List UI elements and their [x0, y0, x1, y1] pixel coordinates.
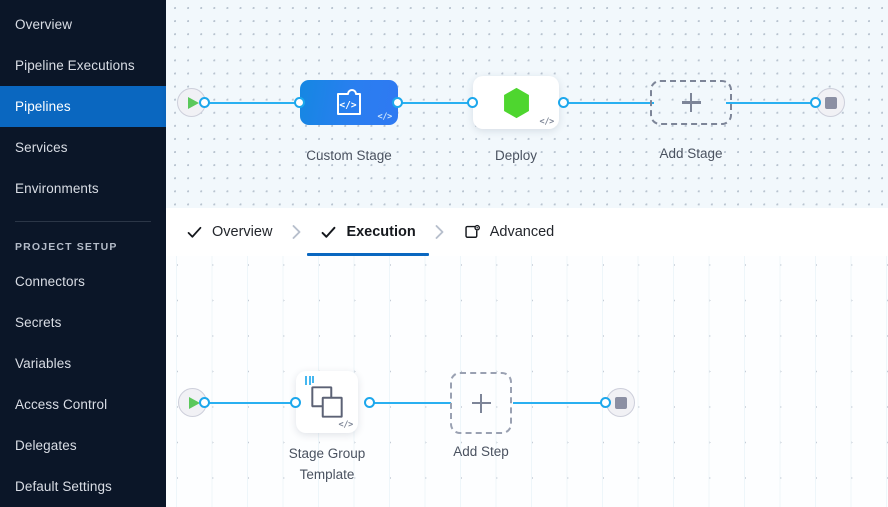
- sidebar-item-label: Variables: [15, 356, 72, 371]
- stage-node-custom-stage[interactable]: </> </>: [300, 80, 398, 125]
- check-icon: [322, 226, 336, 238]
- connector-dot-end[interactable]: [810, 97, 821, 108]
- advanced-icon: [465, 224, 480, 238]
- edge-deploy-to-add-stage: [564, 102, 654, 104]
- sidebar-item-pipelines[interactable]: Pipelines: [0, 86, 166, 127]
- edge-add-step-to-end: [513, 402, 606, 404]
- template-marker-icon: [305, 376, 315, 385]
- sidebar-item-label: Delegates: [15, 438, 77, 453]
- add-step-label: Add Step: [453, 444, 509, 459]
- sidebar-item-delegates[interactable]: Delegates: [0, 425, 166, 466]
- sidebar-item-label: Pipeline Executions: [15, 58, 135, 73]
- code-badge: </>: [377, 112, 393, 122]
- sidebar-item-services[interactable]: Services: [0, 127, 166, 168]
- stop-icon: [614, 396, 627, 409]
- sidebar-item-label: Secrets: [15, 315, 62, 330]
- pipeline-stages-canvas[interactable]: </> </> Custom Stage </> Deploy: [166, 0, 888, 208]
- chevron-right-icon: [292, 225, 301, 239]
- connector-dot-custom-stage-left[interactable]: [294, 97, 305, 108]
- execution-steps-canvas[interactable]: </> Stage Group Template Add Step: [166, 256, 888, 507]
- sidebar: Overview Pipeline Executions Pipelines S…: [0, 0, 166, 507]
- play-icon: [187, 96, 199, 109]
- sidebar-item-label: Pipelines: [15, 99, 71, 114]
- add-stage-label: Add Stage: [659, 146, 723, 161]
- connector-dot-start[interactable]: [199, 97, 210, 108]
- connector-dot-step-group-right[interactable]: [364, 397, 375, 408]
- tab-separator: [274, 224, 318, 240]
- sidebar-item-label: Access Control: [15, 397, 108, 412]
- content-pane: </> </> Custom Stage </> Deploy: [166, 0, 888, 507]
- plus-icon: [471, 393, 491, 413]
- stage-label-custom-stage: Custom Stage: [306, 148, 392, 163]
- stop-icon: [824, 96, 837, 109]
- svg-text:</>: </>: [339, 100, 356, 111]
- harness-hexagon-icon: [503, 87, 529, 118]
- connector-dot-step-group-left[interactable]: [290, 397, 301, 408]
- add-step-button[interactable]: [450, 372, 512, 434]
- stage-node-deploy[interactable]: </>: [473, 76, 559, 129]
- stacked-squares-icon: [311, 386, 343, 418]
- connector-dot-custom-stage-right[interactable]: [392, 97, 403, 108]
- edge-start-to-step-group: [204, 402, 307, 404]
- sidebar-item-pipeline-executions[interactable]: Pipeline Executions: [0, 45, 166, 86]
- edge-start-to-custom-stage: [204, 102, 306, 104]
- custom-stage-icon: </>: [337, 88, 361, 115]
- stage-config-tabs: Overview Execution: [166, 208, 888, 256]
- sidebar-item-overview[interactable]: Overview: [0, 4, 166, 45]
- code-badge: </>: [539, 117, 555, 127]
- sidebar-item-secrets[interactable]: Secrets: [0, 302, 166, 343]
- chevron-right-icon: [435, 225, 444, 239]
- tab-label: Overview: [212, 224, 273, 240]
- sidebar-item-environments[interactable]: Environments: [0, 168, 166, 209]
- connector-dot-deploy-left[interactable]: [467, 97, 478, 108]
- connector-dot-deploy-right[interactable]: [558, 97, 569, 108]
- sidebar-item-connectors[interactable]: Connectors: [0, 261, 166, 302]
- sidebar-item-variables[interactable]: Variables: [0, 343, 166, 384]
- edge-add-stage-to-end: [726, 102, 816, 104]
- check-icon: [187, 226, 202, 238]
- sidebar-item-label: Default Settings: [15, 479, 112, 494]
- tab-label: Advanced: [489, 224, 555, 240]
- tab-label: Execution: [346, 224, 416, 240]
- plus-icon: [681, 93, 701, 112]
- play-icon: [188, 396, 200, 409]
- sidebar-section-title: PROJECT SETUP: [15, 241, 118, 253]
- edge-step-group-to-add-step: [370, 402, 451, 404]
- stage-label-deploy: Deploy: [494, 148, 538, 163]
- sidebar-item-label: Environments: [15, 181, 99, 196]
- edge-custom-stage-to-deploy: [398, 102, 482, 104]
- add-stage-button[interactable]: [650, 80, 732, 125]
- step-node-stage-group-template[interactable]: </>: [296, 371, 358, 433]
- sidebar-item-default-settings[interactable]: Default Settings: [0, 466, 166, 507]
- sidebar-item-label: Services: [15, 140, 68, 155]
- connector-dot-end[interactable]: [600, 397, 611, 408]
- sidebar-divider: [15, 221, 151, 222]
- sidebar-item-label: Connectors: [15, 274, 86, 289]
- sidebar-item-label: Overview: [15, 17, 73, 32]
- tab-advanced[interactable]: Advanced: [462, 208, 557, 256]
- tab-execution[interactable]: Execution: [307, 208, 430, 256]
- code-badge: </>: [338, 420, 354, 430]
- sidebar-item-access-control[interactable]: Access Control: [0, 384, 166, 425]
- connector-dot-start[interactable]: [199, 397, 210, 408]
- tab-overview[interactable]: Overview: [184, 208, 274, 256]
- step-label-stage-group-template: Stage Group Template: [288, 446, 366, 482]
- tab-separator: [418, 224, 462, 240]
